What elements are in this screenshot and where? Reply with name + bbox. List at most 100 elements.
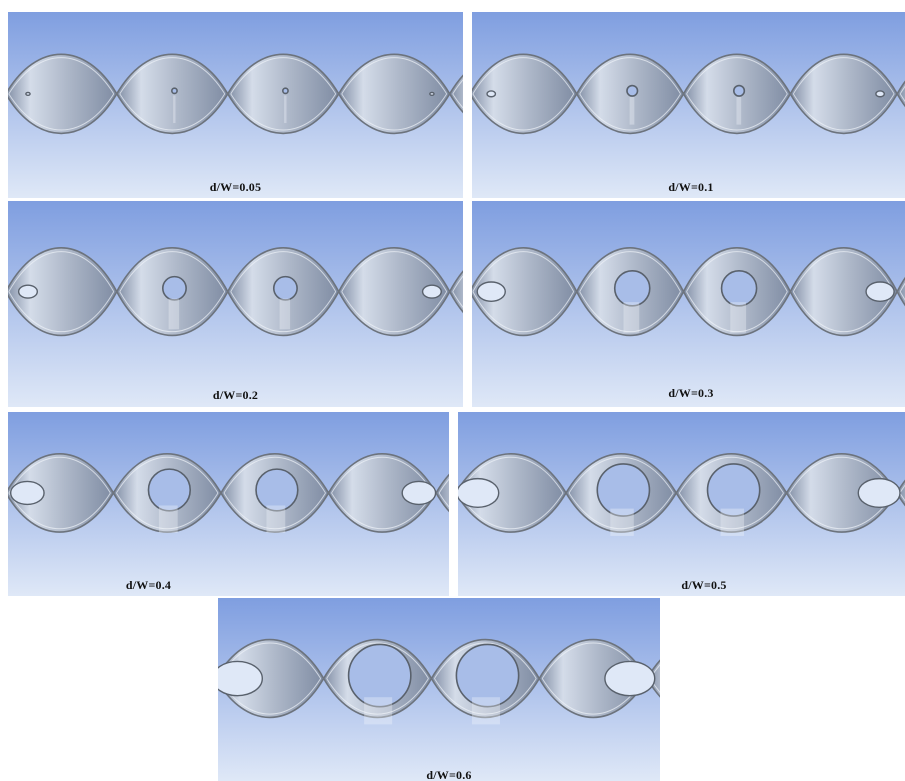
perforation-hole (865, 281, 895, 302)
hole-shading-highlight (623, 302, 640, 333)
tape-edge-highlight (331, 492, 434, 530)
tape-edge-highlight (792, 93, 895, 131)
tape-edge-highlight (8, 57, 115, 95)
panel-caption: d/W=0.5 (681, 578, 727, 592)
tape-edge-highlight (8, 492, 111, 530)
hole-shading-highlight (168, 298, 180, 330)
tape-edge-highlight (678, 492, 784, 530)
tape-edge-highlight (686, 291, 788, 332)
perforations (476, 269, 895, 333)
twisted-tape-render (8, 12, 463, 198)
perforation-hole (272, 275, 298, 301)
tape-edge-highlight (568, 492, 674, 530)
panel-caption: d/W=0.05 (209, 180, 262, 194)
perforation-hole (626, 84, 639, 97)
hole-shading-highlight (720, 508, 745, 536)
perforations (486, 84, 886, 125)
hole-shading-highlight (284, 95, 287, 124)
tape-edge-highlight (223, 492, 326, 530)
panel-caption: d/W=0.1 (668, 180, 714, 194)
perforation-hole (282, 87, 289, 95)
tape-edge-highlight (8, 93, 115, 131)
perforations (17, 275, 442, 330)
panel-caption: d/W=0.6 (426, 768, 472, 781)
tape-lobe (435, 473, 449, 513)
panel-dw-005: d/W=0.05 (8, 12, 463, 198)
tape-edge-highlight (458, 456, 564, 494)
tape-lobe (448, 270, 463, 314)
tape-edge-highlight (230, 291, 337, 332)
perforation-hole (255, 468, 299, 512)
perforation-hole (733, 84, 746, 97)
tape-edge-highlight (472, 291, 575, 332)
perforation-hole (875, 90, 886, 98)
hole-shading-highlight (629, 97, 635, 125)
tape-edge-highlight (568, 456, 674, 494)
tape-edge-highlight (678, 456, 784, 494)
perforations (458, 463, 901, 536)
twisted-tape-render (218, 598, 660, 781)
perforation-hole (613, 269, 651, 307)
perforation-hole (604, 660, 656, 697)
perforation-hole (17, 284, 39, 299)
hole-shading-highlight (610, 508, 634, 536)
tape-lobe (896, 277, 905, 307)
perforation-hole (25, 91, 31, 96)
perforation-hole (706, 463, 761, 517)
panel-dw-01: d/W=0.1 (472, 12, 905, 198)
perforation-hole (147, 468, 192, 512)
hole-shading-highlight (158, 505, 178, 533)
tape-edge-highlight (119, 251, 226, 292)
hole-shading-highlight (736, 97, 742, 125)
perforations (9, 468, 437, 533)
tape-edge-highlight (434, 678, 537, 715)
perforation-hole (455, 643, 520, 708)
panel-dw-02: d/W=0.2 (8, 201, 463, 407)
perforation-hole (429, 91, 435, 96)
perforation-hole (421, 284, 442, 299)
perforation-hole (476, 281, 506, 302)
twisted-tape-render (472, 201, 905, 407)
perforation-hole (161, 275, 187, 301)
tape-edge-highlight (579, 57, 681, 95)
perforation-hole (720, 269, 758, 307)
twisted-tape-render (458, 412, 905, 596)
tape-edge-highlight (458, 492, 564, 530)
tape-edge-highlight (434, 642, 537, 679)
tape-edge-highlight (341, 251, 448, 292)
perforations (25, 87, 435, 124)
tape-edge-highlight (792, 57, 895, 95)
perforation-hole (486, 90, 497, 98)
tape-lobe (895, 479, 905, 507)
hole-shading-highlight (279, 298, 291, 330)
panel-dw-03: d/W=0.3 (472, 201, 905, 407)
tape-edge-highlight (331, 456, 434, 494)
perforation-hole (401, 480, 437, 506)
tape-edge-highlight (119, 93, 226, 131)
tape-edge-highlight (230, 57, 337, 95)
hole-shading-highlight (173, 95, 176, 124)
tape-edge-highlight (341, 93, 448, 131)
twisted-tape-render (472, 12, 905, 198)
panel-dw-04: d/W=0.4 (8, 412, 449, 596)
tape-edge-highlight (579, 251, 681, 292)
twisted-tape-render (8, 412, 449, 596)
perforation-hole (171, 87, 178, 95)
hole-shading-highlight (266, 505, 286, 533)
tape-edge-highlight (326, 678, 429, 715)
perforations (218, 643, 656, 725)
perforation-hole (347, 643, 412, 708)
panel-caption: d/W=0.2 (212, 388, 259, 402)
tape-edge-highlight (472, 57, 575, 95)
tape-edge-highlight (341, 291, 448, 332)
tape-edge-highlight (115, 456, 219, 494)
tape-edge-highlight (686, 57, 788, 95)
tape-edge-highlight (119, 57, 226, 95)
panel-dw-05: d/W=0.5 (458, 412, 905, 596)
hole-shading-highlight (364, 697, 393, 725)
panel-caption: d/W=0.3 (668, 386, 714, 400)
tape-edge-highlight (223, 456, 326, 494)
tape-lobe (896, 80, 905, 108)
tape-edge-highlight (579, 93, 681, 131)
tape-edge-highlight (115, 492, 219, 530)
